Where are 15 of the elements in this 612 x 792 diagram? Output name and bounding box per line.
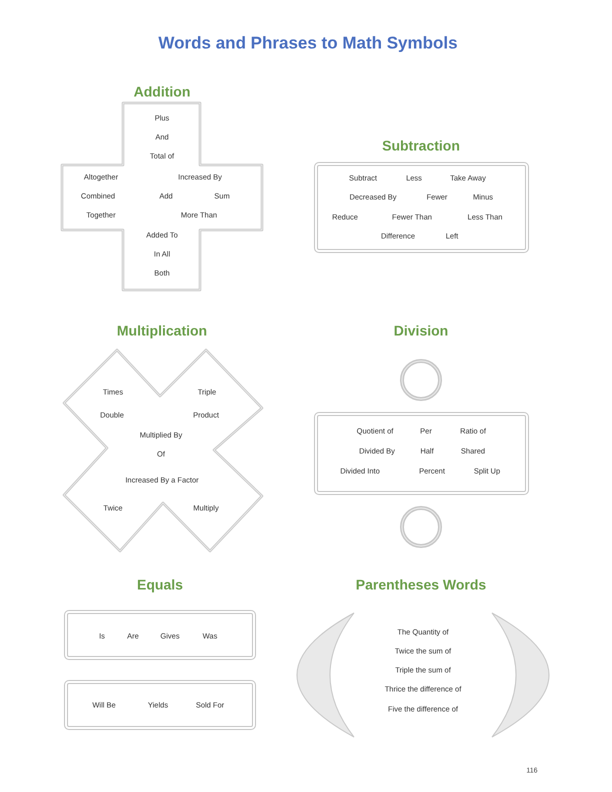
section-heading: Subtraction [382, 138, 460, 154]
page-title: Words and Phrases to Math Symbols [158, 34, 458, 54]
section-heading: Addition [134, 84, 190, 100]
phrase-box [64, 610, 256, 660]
section-heading: Equals [137, 577, 183, 593]
phrase-box [314, 162, 529, 253]
section-heading: Division [394, 323, 448, 339]
division-dot-circle [399, 358, 443, 402]
times-sign-shape [62, 347, 264, 553]
plus-sign-shape [60, 101, 264, 292]
phrase-box [64, 680, 256, 730]
phrase-box [314, 412, 529, 495]
section-heading: Multiplication [116, 323, 208, 339]
section-heading: Parentheses Words [356, 577, 486, 593]
division-dot-circle [399, 505, 443, 549]
